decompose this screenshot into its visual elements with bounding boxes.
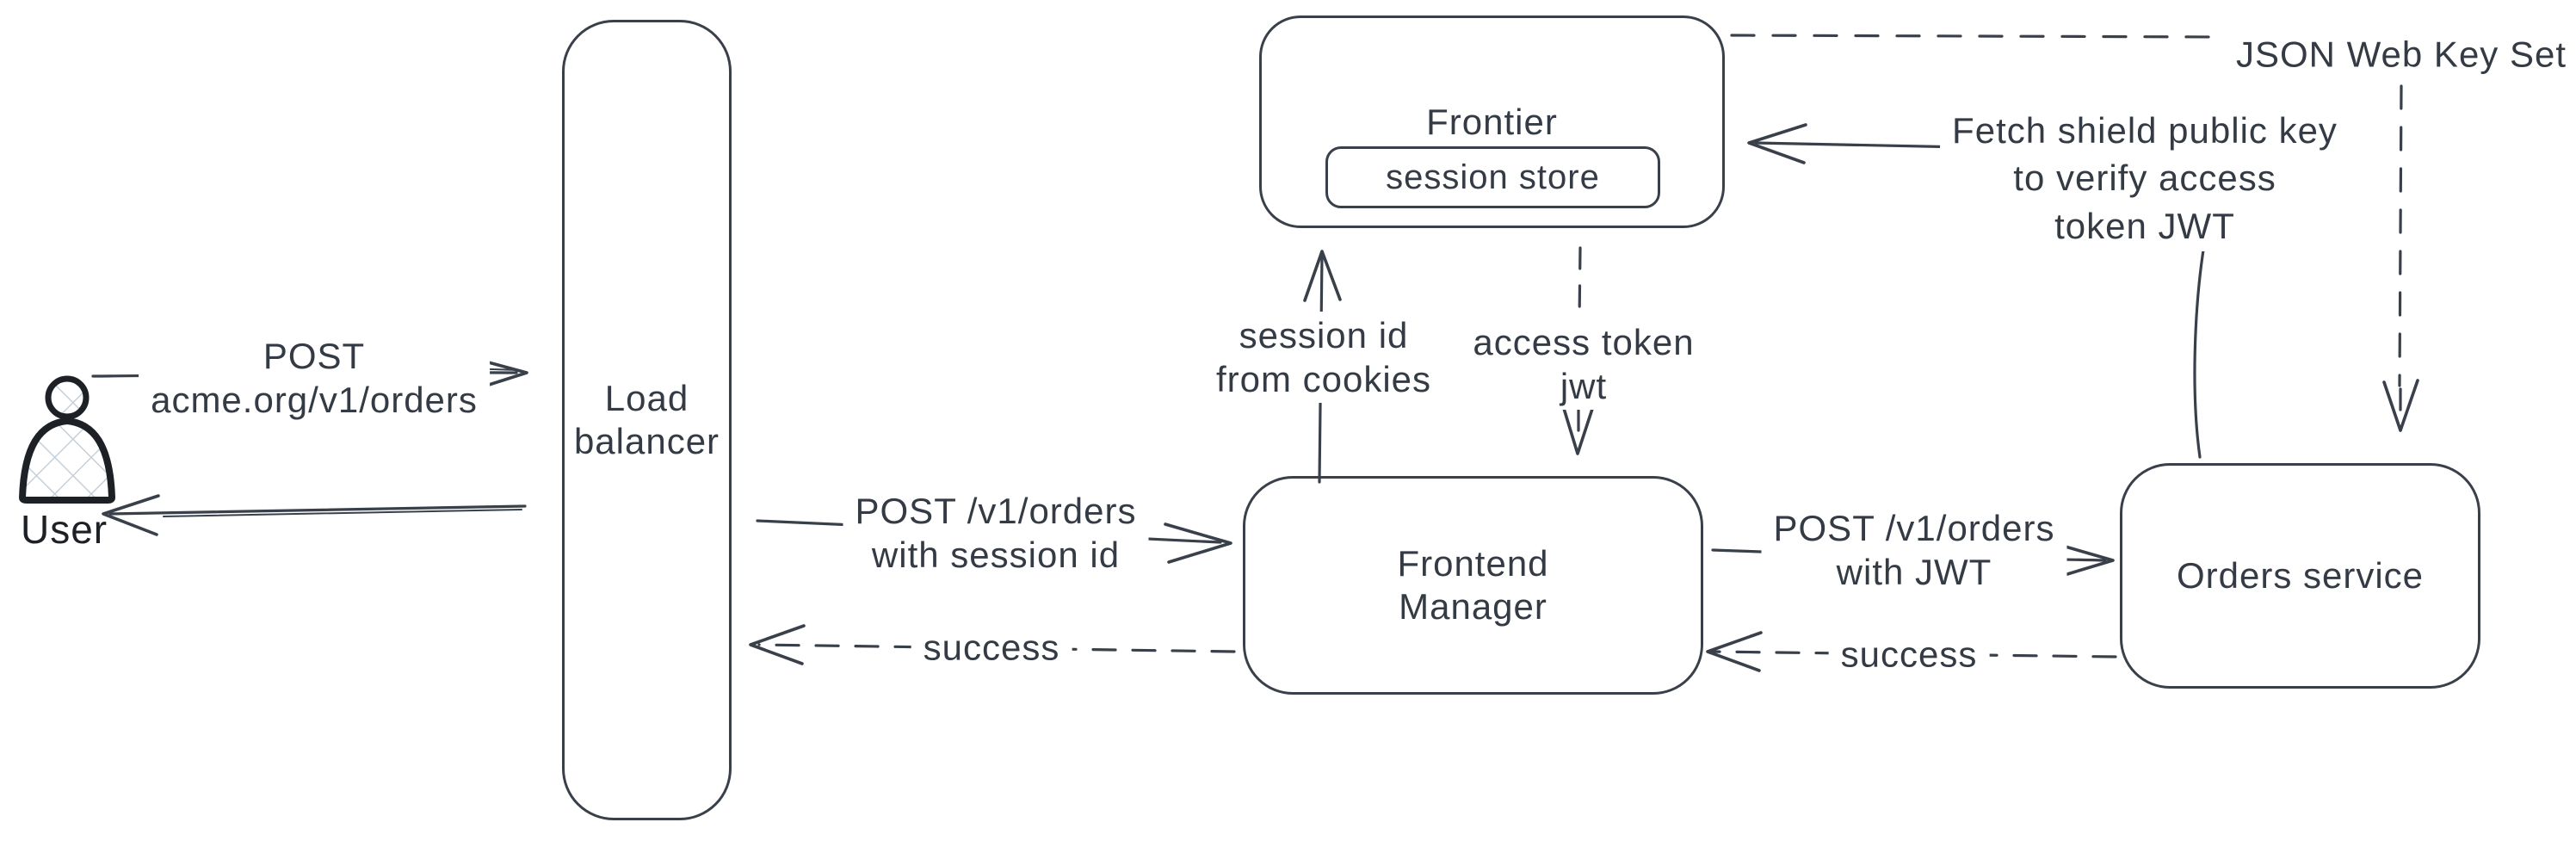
user-label: User (21, 507, 108, 552)
frontier-label: Frontier (1426, 102, 1558, 142)
label-access-token-line1: access token (1473, 322, 1695, 362)
label-fetch-line2: to verify access (2013, 158, 2276, 199)
label-jwks-text: JSON Web Key Set (2235, 34, 2567, 75)
arrowhead-jwks-to-orders (2382, 379, 2419, 432)
frontend-manager-label-line1: Frontend (1397, 542, 1549, 584)
node-orders-service: Orders service (2120, 463, 2480, 689)
arrowhead-frontier-to-fm (1560, 399, 1597, 455)
load-balancer-label-line1: Load (604, 377, 689, 418)
node-frontier: Frontier session store (1259, 15, 1725, 228)
label-session-id-line2: from cookies (1215, 359, 1432, 400)
label-fm-to-lb-success: success (911, 623, 1072, 671)
label-session-id-line1: session id (1239, 315, 1409, 355)
label-fetch-line3: token JWT (2054, 205, 2235, 246)
label-lb-to-fm: POST /v1/orders with session id (843, 487, 1149, 579)
node-session-store: session store (1325, 146, 1660, 208)
label-fm-to-orders: POST /v1/orders with JWT (1761, 504, 2067, 597)
label-access-token-jwt: access token jwt (1461, 318, 1707, 411)
arrow-lb-to-user-shadow (163, 509, 522, 517)
load-balancer-label-line2: balancer (573, 421, 720, 461)
node-frontend-manager: Frontend Manager (1243, 476, 1703, 695)
arrowhead-lb-to-fm (1164, 522, 1232, 564)
arrowhead-fm-to-orders (2046, 540, 2115, 581)
label-user-to-lb-line2: acme.org/v1/orders (151, 380, 478, 421)
label-user-to-lb-line1: POST (263, 336, 366, 376)
frontend-manager-label-line2: Manager (1399, 586, 1547, 627)
label-access-token-line2: jwt (1560, 366, 1608, 407)
label-jwks: JSON Web Key Set (2223, 30, 2576, 78)
arrowhead-fetch-key (1747, 123, 1807, 164)
label-orders-to-fm-success-text: success (1840, 634, 1978, 675)
label-lb-to-fm-line2: with session id (871, 535, 1121, 576)
arrowhead-fm-to-lb-success (749, 624, 806, 665)
arrowhead-orders-to-fm-success (1706, 631, 1763, 672)
arrowhead-fm-to-frontier (1303, 250, 1342, 302)
label-fm-to-lb-success-text: success (923, 627, 1060, 668)
node-load-balancer: Load balancer (562, 20, 732, 820)
label-fm-to-orders-line2: with JWT (1836, 552, 1992, 593)
label-lb-to-fm-line1: POST /v1/orders (855, 491, 1137, 531)
arrowhead-lb-to-user (102, 494, 160, 536)
arrow-fetch-key (1754, 141, 1967, 149)
label-fm-to-orders-line1: POST /v1/orders (1773, 508, 2055, 548)
label-orders-to-fm-success: success (1828, 630, 1990, 678)
person-icon (19, 375, 115, 504)
line-jwks-to-orders (2398, 84, 2403, 387)
session-store-label: session store (1386, 158, 1600, 196)
label-user-to-lb: POST acme.org/v1/orders (139, 332, 490, 424)
label-session-id-cookies: session id from cookies (1203, 312, 1444, 404)
line-frontier-to-jwks (1730, 34, 2229, 39)
curve-fetch-key-to-orders (2193, 243, 2206, 459)
orders-service-label: Orders service (2176, 554, 2425, 596)
label-fetch-line1: Fetch shield public key (1952, 110, 2338, 151)
label-fetch-public-key: Fetch shield public key to verify access… (1940, 105, 2350, 252)
arrow-lb-to-user (108, 504, 527, 516)
